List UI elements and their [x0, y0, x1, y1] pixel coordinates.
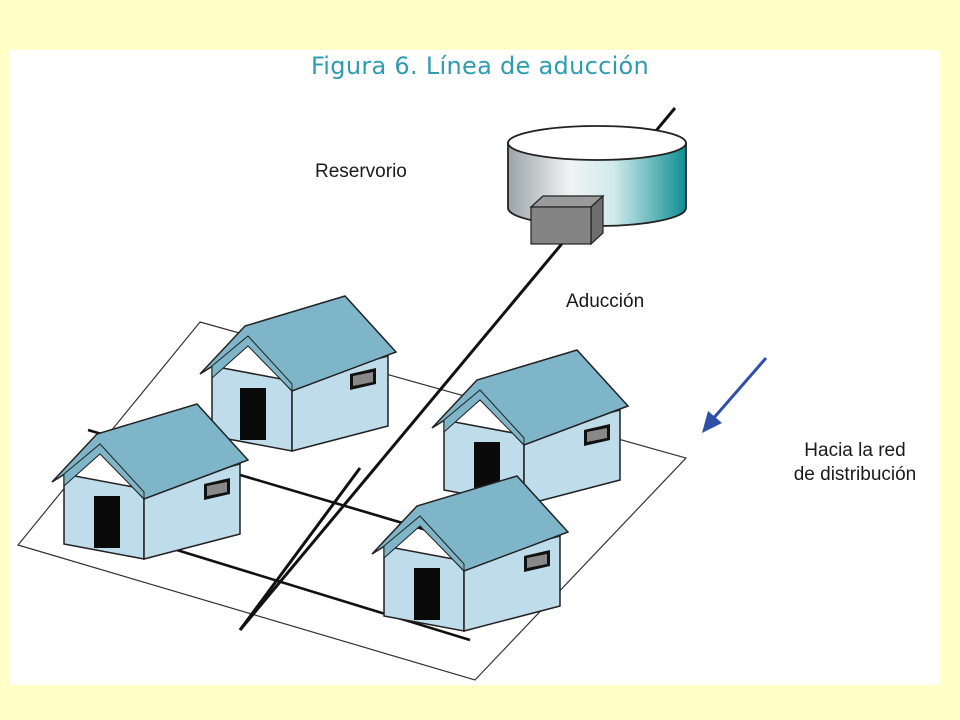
reservoir-label: Reservorio — [315, 161, 407, 182]
house — [371, 475, 570, 632]
distribution-label-line2: de distribución — [793, 464, 917, 485]
adduction-pipe-foreground — [238, 467, 362, 631]
arrow-icon — [702, 357, 768, 433]
distribution-label: Hacia la red de distribución — [760, 439, 950, 487]
street-line — [127, 533, 471, 642]
house — [51, 403, 250, 560]
adduction-label: Aducción — [566, 291, 645, 312]
figure-title: Figura 6. Línea de aducción — [310, 52, 650, 80]
valve-box — [529, 194, 605, 246]
house — [199, 295, 398, 452]
distribution-label-line1: Hacia la red — [804, 440, 906, 461]
house — [431, 349, 630, 506]
